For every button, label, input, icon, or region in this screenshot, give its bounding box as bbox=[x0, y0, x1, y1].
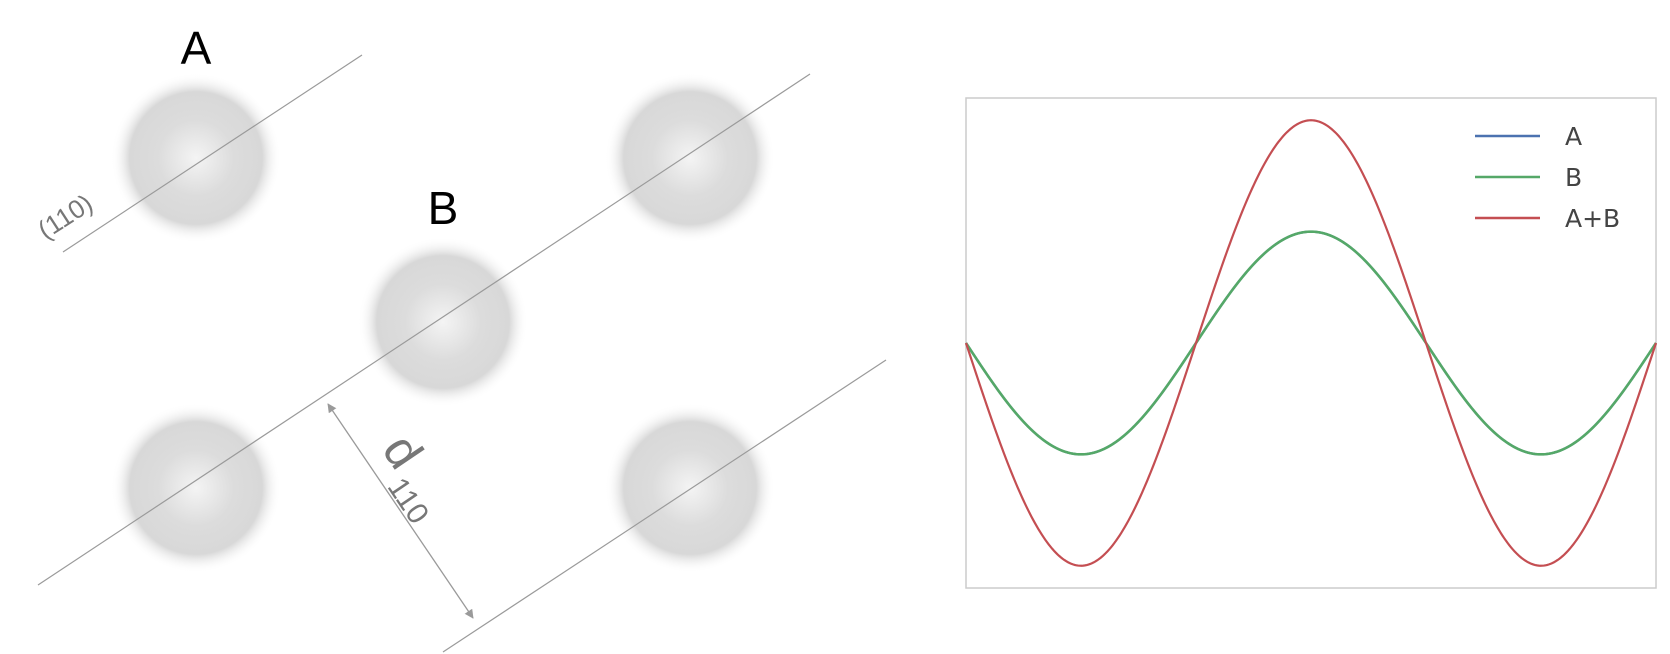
series-layer bbox=[964, 119, 1658, 567]
plane-label: (110) bbox=[32, 188, 98, 245]
chart-legend: AB A+B bbox=[1475, 122, 1620, 233]
spacing-label-subscript: 110 bbox=[381, 472, 435, 530]
wave-chart: AB A+B bbox=[964, 97, 1658, 589]
lattice-plane-3 bbox=[442, 359, 887, 653]
series-line-a-b bbox=[964, 119, 1658, 567]
atom-bottom-left bbox=[111, 403, 281, 573]
plot-frame bbox=[965, 97, 1657, 589]
atom-a-top-left bbox=[111, 73, 281, 243]
legend-label-a: A bbox=[1565, 122, 1582, 151]
legend-label-a-b: A+B bbox=[1565, 204, 1620, 233]
legend-label-b: B bbox=[1565, 163, 1582, 192]
lattice-plane-2 bbox=[37, 73, 811, 586]
lattice-diagram: A B (110) d 110 bbox=[32, 22, 887, 653]
atom-top-right bbox=[605, 73, 775, 243]
atom-label-b: B bbox=[428, 182, 459, 234]
atom-bottom-right bbox=[605, 403, 775, 573]
spacing-label-main: d bbox=[372, 424, 434, 478]
atom-label-a: A bbox=[181, 22, 212, 74]
series-line-b bbox=[964, 230, 1658, 456]
lattice-plane-1 bbox=[62, 54, 363, 253]
plane-spacing-arrow bbox=[327, 403, 474, 619]
atom-b-center bbox=[358, 237, 528, 407]
